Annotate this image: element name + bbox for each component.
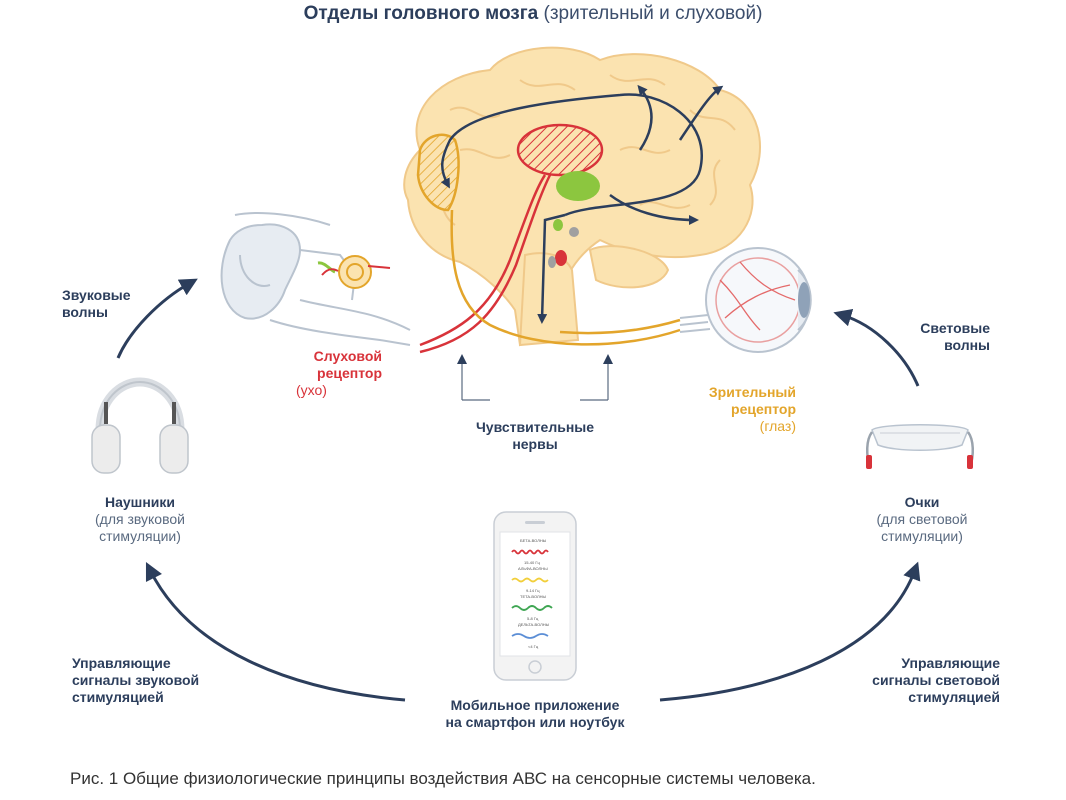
glasses-label: Очки (для световой стимуляции) (876, 494, 968, 544)
diagram-title: Отделы головного мозга (зрительный и слу… (0, 3, 1066, 25)
headphones-illustration (91, 377, 189, 474)
optic-nerve (450, 209, 681, 346)
control-light-label: Управляющие сигналы световой стимуляцией (872, 655, 1000, 705)
title-main: Отделы головного мозга (303, 3, 539, 24)
auditory-receptor-label: Слуховой рецептор (ухо) (296, 348, 382, 398)
visual-receptor-label: Зрительный рецептор (глаз) (708, 384, 796, 434)
wave-freq-theta: 5-8 Гц (527, 616, 539, 621)
eye-illustration (679, 247, 812, 353)
brain-signal-paths (440, 84, 724, 324)
wave-label-beta: БЕТА-ВОЛНЫ (520, 538, 547, 543)
light-waves-label: Световые волны (920, 320, 990, 353)
title-paren: (зрительный и слуховой) (543, 3, 763, 24)
wave-label-alpha: АЛЬФА-ВОЛНЫ (518, 566, 548, 571)
wave-label-delta: ДЕЛЬТА-ВОЛНЫ (518, 622, 550, 627)
headphones-label: Наушники (для звуковой стимуляции) (95, 494, 185, 544)
wave-label-theta: ТЕТА-ВОЛНЫ (520, 594, 547, 599)
sound-waves-label: Звуковые волны (62, 287, 131, 320)
brain-illustration (403, 46, 761, 347)
wave-freq-delta: <4 Гц (528, 644, 539, 649)
arrow-to-headphones (145, 561, 406, 702)
control-sound-label: Управляющие сигналы звуковой стимуляцией (72, 655, 200, 705)
figure-caption: Рис. 1 Общие физиологические принципы во… (70, 769, 816, 788)
wave-freq-beta: 15-40 Гц (524, 560, 540, 565)
arrow-to-glasses (659, 561, 921, 702)
mobile-app-label: Мобильное приложение на смартфон или ноу… (445, 697, 625, 730)
auditory-nerve (419, 174, 552, 354)
wave-freq-alpha: 9-14 Гц (526, 588, 540, 593)
glasses-illustration (866, 424, 974, 469)
sensory-nerves-label: Чувствительные нервы (475, 419, 595, 452)
arrow-to-ear (116, 278, 198, 359)
arrow-to-eye (833, 309, 920, 387)
cycle-arrows (116, 278, 921, 702)
phone-illustration (493, 511, 577, 681)
ear-illustration (220, 212, 411, 346)
sensory-nerves-bracket (457, 354, 613, 401)
